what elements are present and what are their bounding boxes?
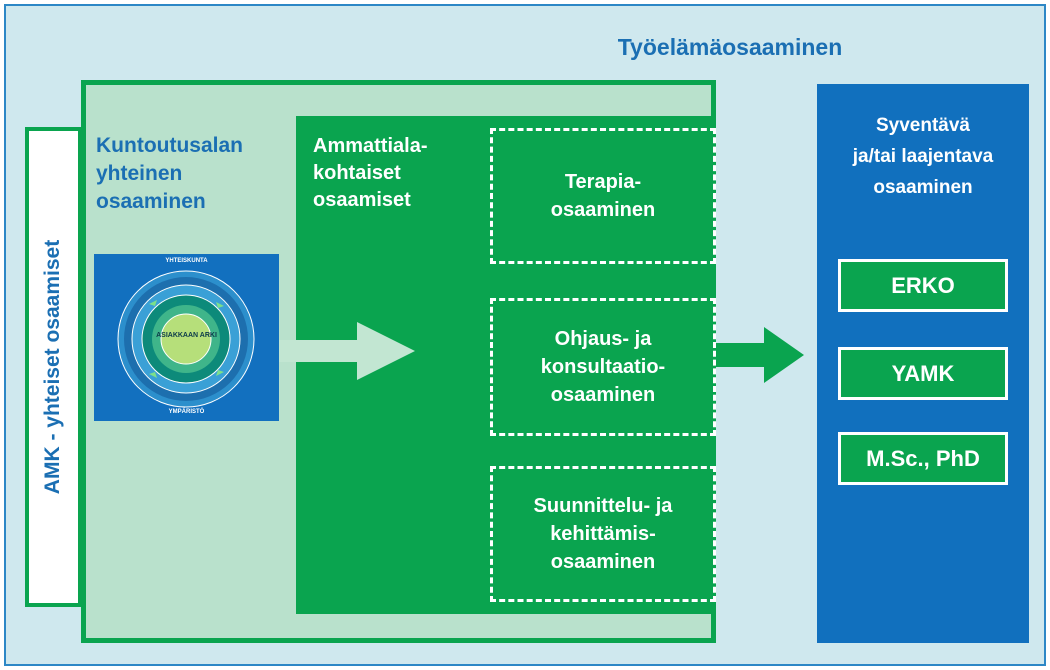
ammatti-line-3: osaamiset: [313, 189, 411, 211]
degree-msc-phd: M.Sc., PhD: [838, 432, 1008, 485]
amk-label: AMK - yhteiset osaamiset: [33, 127, 73, 607]
wheel-center-label: ASIAKKAAN ARKI: [156, 332, 217, 339]
syventava-line-2: ja/tai laajentava: [852, 146, 994, 167]
ammatti-line-1: Ammattiala-: [313, 135, 428, 157]
suunnittelu-line-1: Suunnittelu- ja: [533, 495, 673, 517]
light-arrow-head: [296, 322, 415, 380]
ammattiala-title: Ammattiala- kohtaiset osaamiset: [313, 133, 473, 214]
ammatti-line-2: kohtaiset: [313, 162, 401, 184]
ohjaus-line-3: osaaminen: [550, 384, 656, 406]
diagram-title: Työelämäosaaminen: [617, 34, 843, 60]
kuntoutus-line-1: Kuntoutusalan: [96, 134, 243, 157]
wheel-graphic: [117, 270, 255, 408]
degree-yamk: YAMK: [838, 347, 1008, 400]
suunnittelu-box: Suunnittelu- ja kehittämis- osaaminen: [490, 466, 716, 602]
degree-erko: ERKO: [838, 259, 1008, 312]
ohjaus-line-2: konsultaatio-: [540, 356, 666, 378]
syventava-title: Syventävä ja/tai laajentava osaaminen: [817, 110, 1029, 203]
dark-arrow: [716, 327, 804, 383]
suunnittelu-line-3: osaaminen: [550, 551, 656, 573]
kuntoutus-title: Kuntoutusalan yhteinen osaaminen: [96, 132, 286, 216]
amk-text: AMK - yhteiset osaamiset: [41, 239, 64, 495]
syventava-line-3: osaaminen: [873, 177, 973, 198]
ohjaus-box: Ohjaus- ja konsultaatio- osaaminen: [490, 298, 716, 436]
amk-box: [25, 127, 82, 607]
competence-wheel-image: YHTEISKUNTA ASIAKKAAN ARKI YMPÄRISTÖ: [94, 254, 279, 421]
syventava-line-1: Syventävä: [875, 115, 970, 136]
kuntoutus-line-2: yhteinen: [96, 162, 183, 185]
wheel-bottom-label: YMPÄRISTÖ: [168, 409, 205, 415]
ohjaus-line-1: Ohjaus- ja: [554, 328, 652, 350]
terapia-box: Terapia- osaaminen: [490, 128, 716, 264]
wheel-top-label: YHTEISKUNTA: [165, 258, 208, 264]
terapia-line-1: Terapia-: [564, 171, 642, 193]
kuntoutus-line-3: osaaminen: [96, 190, 206, 213]
terapia-line-2: osaaminen: [550, 199, 656, 221]
suunnittelu-line-2: kehittämis-: [550, 523, 656, 545]
